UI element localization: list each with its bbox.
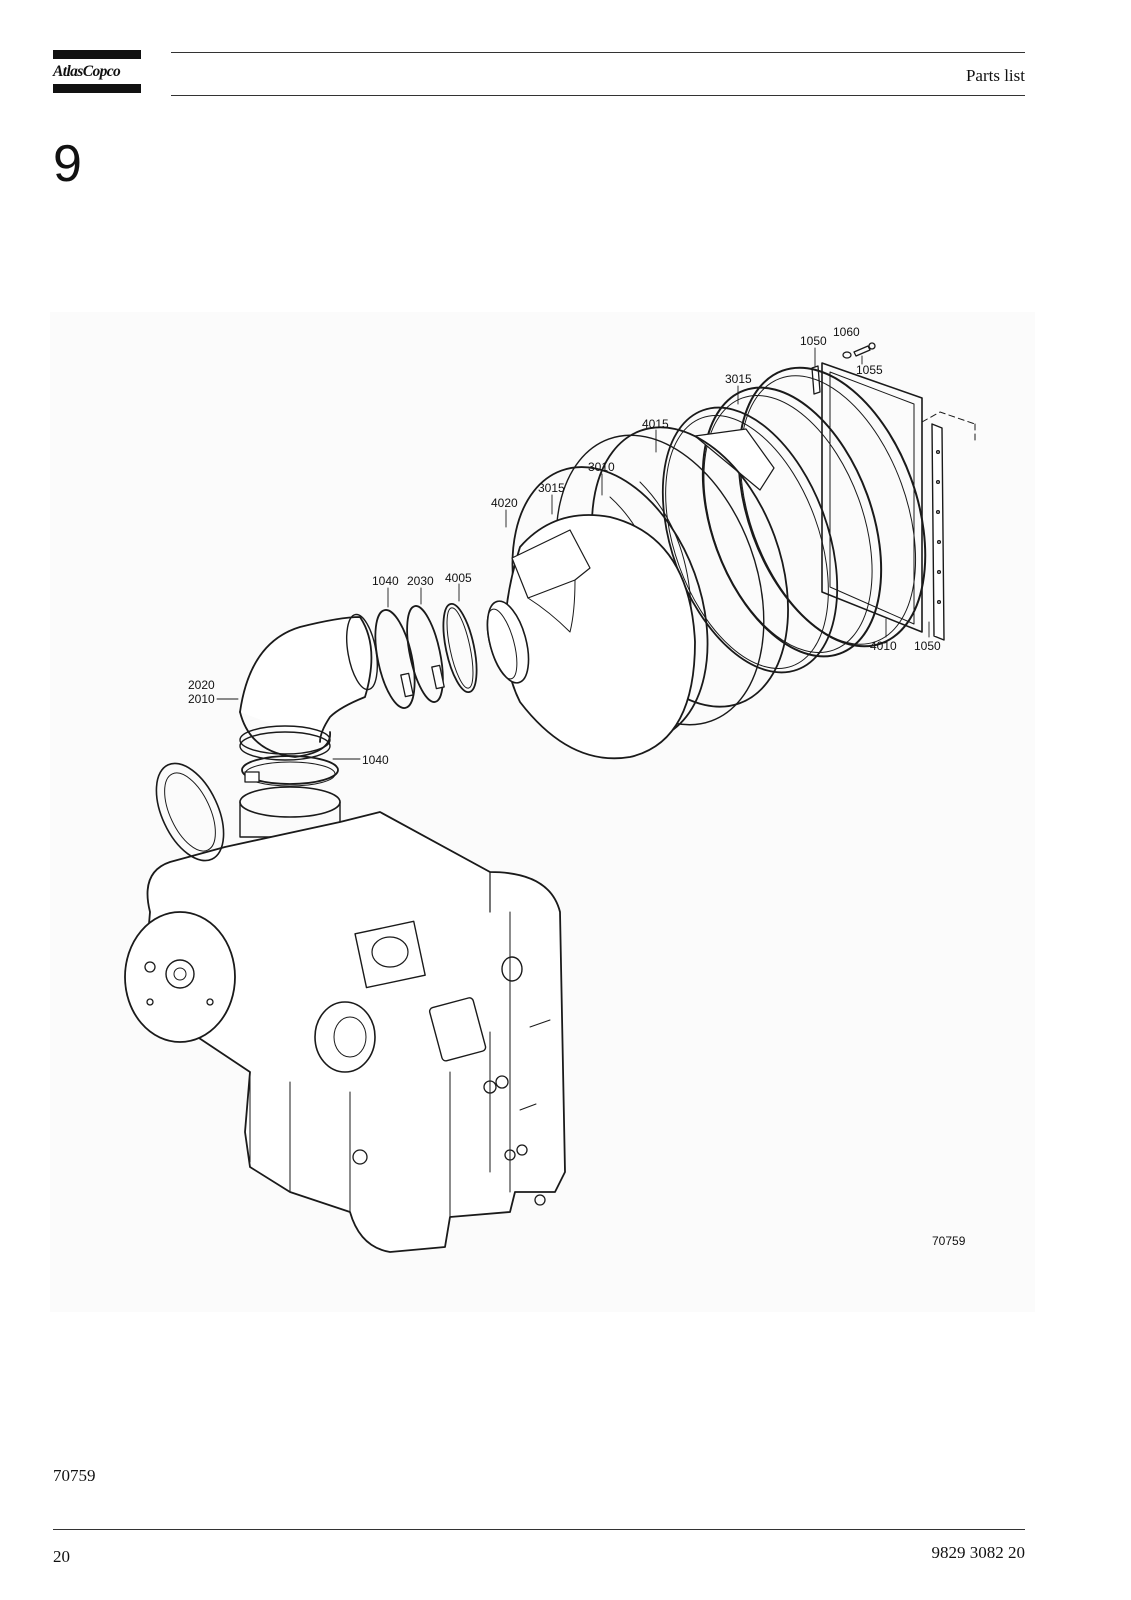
compressor-assembly (124, 762, 566, 1253)
bolt-and-washer (842, 342, 876, 359)
header-rule-bottom (171, 95, 1025, 96)
document-number: 9829 3082 20 (931, 1543, 1026, 1562)
callout-4020: 4020 (491, 496, 518, 510)
callout-1050-top: 1050 (800, 334, 827, 348)
callout-1060: 1060 (833, 325, 860, 339)
footer-rule (53, 1529, 1025, 1530)
lower-clamp (241, 755, 339, 787)
callout-3015-mid: 3015 (538, 481, 565, 495)
rear-frame-plate (821, 362, 976, 633)
callout-1050-bottom: 1050 (914, 639, 941, 653)
figure-reference: 70759 (53, 1466, 96, 1485)
callout-2020: 2020 (188, 678, 215, 692)
callout-2010: 2010 (188, 692, 215, 706)
logo-bar-bottom (53, 84, 141, 93)
logo-wordmark: AtlasCopco (53, 63, 121, 80)
hose-clamps (374, 602, 478, 709)
callout-1055: 1055 (856, 363, 883, 377)
callout-1040-top: 1040 (372, 574, 399, 588)
rear-rings (701, 366, 927, 658)
callout-2030: 2030 (407, 574, 434, 588)
callout-1040-low: 1040 (362, 753, 389, 767)
callout-4010: 4010 (870, 639, 897, 653)
drawing-svg (124, 342, 976, 1253)
callout-3015-top: 3015 (725, 372, 752, 386)
front-cover-4020 (486, 514, 696, 760)
callout-4015: 4015 (642, 417, 669, 431)
gasket-strip-right (931, 423, 945, 641)
callout-3010: 3010 (588, 460, 615, 474)
header-rule-top (171, 52, 1025, 53)
page-number: 20 (53, 1547, 70, 1566)
section-number: 9 (53, 135, 82, 193)
callout-4005: 4005 (445, 571, 472, 585)
header-title: Parts list (965, 66, 1025, 85)
callout-leaders (216, 347, 930, 760)
exploded-view-drawing: 1050 1060 1055 3015 4015 3010 3015 4020 … (50, 312, 1035, 1312)
elbow-hose (239, 613, 378, 761)
drawing-number: 70759 (932, 1234, 966, 1248)
brand-logo: AtlasCopco (53, 50, 141, 94)
logo-bar-top (53, 50, 141, 59)
